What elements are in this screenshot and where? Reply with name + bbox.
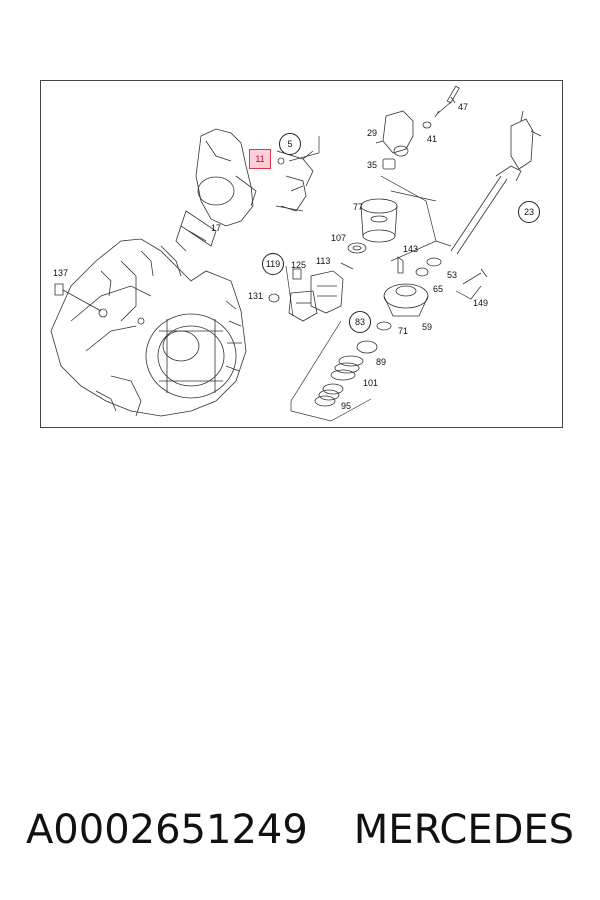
part-35-sleeve	[382, 158, 396, 170]
callout-5: 5	[279, 133, 301, 155]
part-65-ring	[415, 267, 429, 277]
grouping-lines	[285, 136, 482, 422]
part-137-bolt	[54, 283, 102, 312]
part-17-shift-housing	[175, 128, 257, 252]
part-89-ring	[356, 340, 378, 354]
part-53-ring	[426, 257, 442, 267]
part-29-bracket	[375, 110, 414, 157]
part-47-bolt	[434, 85, 460, 118]
callout-101: 101	[363, 378, 379, 388]
callout-65: 65	[433, 284, 444, 294]
part-95-spring	[314, 383, 344, 407]
callout-113: 113	[316, 256, 331, 266]
callout-89: 89	[376, 357, 387, 367]
transmission-housing	[50, 238, 247, 417]
part-131-bolt	[268, 293, 280, 303]
part-107-ring	[347, 242, 367, 254]
part-101-spring	[330, 355, 364, 381]
callout-107: 107	[331, 233, 347, 243]
callout-11-highlighted[interactable]: 11	[249, 149, 271, 169]
part-number: A0002651249	[25, 807, 308, 853]
part-5-linkage	[275, 150, 314, 212]
callout-83: 83	[349, 311, 371, 333]
callout-149: 149	[473, 298, 489, 308]
part-113-selector	[310, 262, 354, 314]
callout-59: 59	[422, 322, 433, 332]
part-143-bolt	[397, 256, 404, 274]
callout-95: 95	[341, 401, 352, 411]
exploded-parts-diagram: 5 11 17 23 29 35 41 47 53 59 65 71 77 83…	[40, 80, 563, 428]
diagram-artwork	[50, 85, 542, 422]
part-59-flange	[383, 283, 429, 317]
callout-77: 77	[353, 202, 364, 212]
callout-53: 53	[447, 270, 458, 280]
callout-41: 41	[427, 134, 438, 144]
callout-131: 131	[248, 291, 264, 301]
part-footer: A0002651249 MERCEDES	[0, 800, 600, 860]
part-125-sleeve	[292, 268, 302, 280]
callout-35: 35	[367, 160, 378, 170]
part-77-drum	[360, 198, 398, 243]
callout-137: 137	[53, 268, 69, 278]
callout-71: 71	[398, 326, 409, 336]
part-149-stud	[462, 268, 488, 285]
part-41-nut	[422, 121, 432, 129]
callout-17: 17	[211, 223, 222, 233]
callout-125: 125	[291, 260, 307, 270]
part-23-shift-rod	[450, 110, 542, 255]
callout-143: 143	[403, 244, 419, 254]
brand-name: MERCEDES	[353, 807, 575, 853]
part-71-ring	[376, 321, 392, 331]
callout-29: 29	[367, 128, 378, 138]
part-119-assembly	[288, 290, 318, 322]
callout-119: 119	[262, 253, 284, 275]
callout-47: 47	[458, 102, 469, 112]
callout-23: 23	[518, 201, 540, 223]
